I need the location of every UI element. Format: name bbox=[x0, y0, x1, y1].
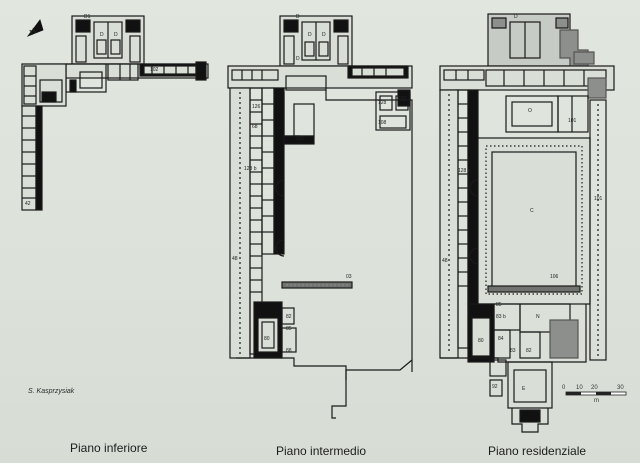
room-label-lower: 42 bbox=[25, 201, 31, 207]
room-label-residential: N bbox=[536, 314, 540, 320]
scale-unit: m bbox=[594, 398, 599, 404]
room-label-residential: 85 bbox=[496, 302, 502, 308]
residential-south-rooms bbox=[440, 303, 587, 397]
room-label-middle: 03 bbox=[346, 274, 352, 280]
room-label-lower: D bbox=[114, 32, 118, 38]
room-label-residential: 82 bbox=[526, 348, 532, 354]
room-label-middle: 85 bbox=[286, 326, 292, 332]
residential-entrance-e bbox=[507, 361, 553, 433]
room-label-middle: D bbox=[308, 32, 312, 38]
room-label-middle: 107 bbox=[296, 136, 305, 142]
room-label-middle: 68 bbox=[252, 124, 258, 130]
scale-tick-20: 20 bbox=[591, 385, 598, 391]
middle-top-block bbox=[279, 15, 353, 67]
plan-residential-floor bbox=[439, 13, 615, 433]
north-arrow bbox=[26, 19, 44, 37]
room-label-lower: D bbox=[100, 32, 104, 38]
room-label-residential: D bbox=[514, 14, 518, 20]
residential-peristyle-court bbox=[477, 99, 607, 361]
scale-labels: 0 10 20 30 m bbox=[562, 385, 624, 404]
residential-court-o bbox=[505, 95, 589, 133]
room-label-residential: 101 bbox=[594, 196, 603, 202]
room-label-residential: 84 bbox=[498, 336, 504, 342]
room-label-middle: 48 bbox=[232, 256, 238, 262]
lower-top-block bbox=[71, 15, 145, 65]
room-label-residential: C bbox=[530, 208, 534, 214]
caption-lower-floor: Piano inferiore bbox=[70, 441, 148, 455]
room-label-residential: 48 bbox=[442, 258, 448, 264]
room-label-residential: 101 bbox=[568, 118, 577, 124]
room-label-middle: 80 bbox=[264, 336, 270, 342]
room-label-residential: O bbox=[528, 108, 532, 114]
plan-middle-floor bbox=[227, 15, 413, 419]
room-label-middle: D bbox=[296, 14, 300, 20]
room-label-residential: 106 bbox=[550, 274, 559, 280]
residential-ruins-top bbox=[487, 13, 595, 69]
author-credit: S. Kasprzysiak bbox=[28, 388, 75, 395]
scale-tick-30: 30 bbox=[617, 385, 624, 391]
room-label-middle: 126 bbox=[252, 104, 261, 110]
room-label-middle: D bbox=[322, 32, 326, 38]
room-label-residential: E bbox=[522, 386, 526, 392]
room-label-middle: D bbox=[296, 56, 300, 62]
room-label-lower: 102 bbox=[150, 67, 159, 73]
room-label-middle: 82 bbox=[286, 314, 292, 320]
middle-inner-walls bbox=[283, 90, 413, 372]
room-label-middle: 108 bbox=[378, 120, 387, 126]
room-label-middle: 88 bbox=[286, 348, 292, 354]
residential-north-wing bbox=[439, 65, 615, 99]
middle-north-wing bbox=[227, 65, 413, 91]
plan-lower-floor bbox=[21, 15, 209, 211]
room-label-lower: D1 bbox=[84, 14, 91, 20]
middle-terrace bbox=[281, 281, 353, 289]
middle-northeast-rooms bbox=[375, 89, 411, 131]
room-label-residential: 80 bbox=[478, 338, 484, 344]
middle-south-rooms bbox=[236, 301, 413, 419]
caption-middle-floor: Piano intermedio bbox=[276, 444, 367, 458]
scale-bar bbox=[565, 391, 627, 396]
caption-residential-floor: Piano residenziale bbox=[488, 444, 587, 458]
room-label-middle: 128 bbox=[378, 100, 387, 106]
room-label-middle: 128 b bbox=[244, 166, 257, 172]
lower-west-corridor bbox=[21, 63, 67, 211]
room-label-residential: 128 b bbox=[458, 168, 471, 174]
room-label-middle: 102 bbox=[398, 96, 407, 102]
room-label-residential: 92 bbox=[492, 384, 498, 390]
scale-tick-10: 10 bbox=[576, 385, 583, 391]
scale-tick-0: 0 bbox=[562, 385, 566, 391]
room-label-residential: 83 bbox=[510, 348, 516, 354]
room-label-residential: 83 b bbox=[496, 314, 506, 320]
